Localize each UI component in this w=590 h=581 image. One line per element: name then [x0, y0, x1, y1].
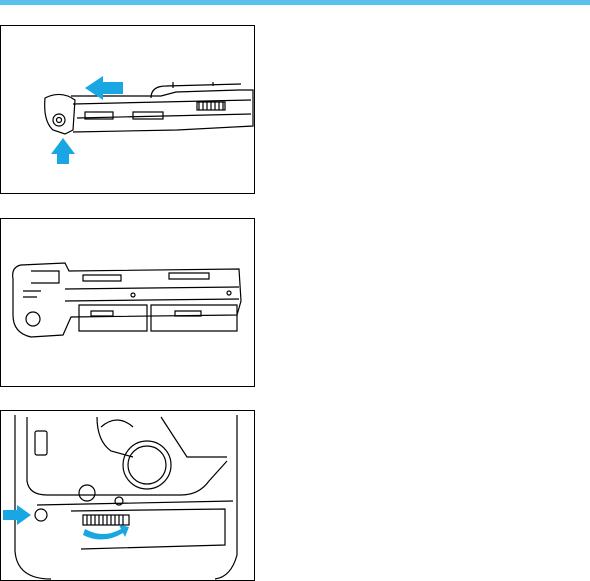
figure-battery-magazine: [0, 218, 255, 387]
battery-magazine-open-view-icon: [1, 219, 254, 386]
figure-camera-grip-dial: [0, 410, 255, 581]
curved-arrow-icon: [83, 525, 129, 540]
up-arrow-icon: [51, 138, 75, 164]
battery-pack-top-view-icon: [1, 26, 254, 193]
header-accent-bar: [0, 0, 590, 5]
figure-battery-pack-removal: [0, 25, 255, 194]
camera-bottom-grip-view-icon: [1, 411, 254, 580]
right-arrow-icon: [3, 505, 31, 525]
